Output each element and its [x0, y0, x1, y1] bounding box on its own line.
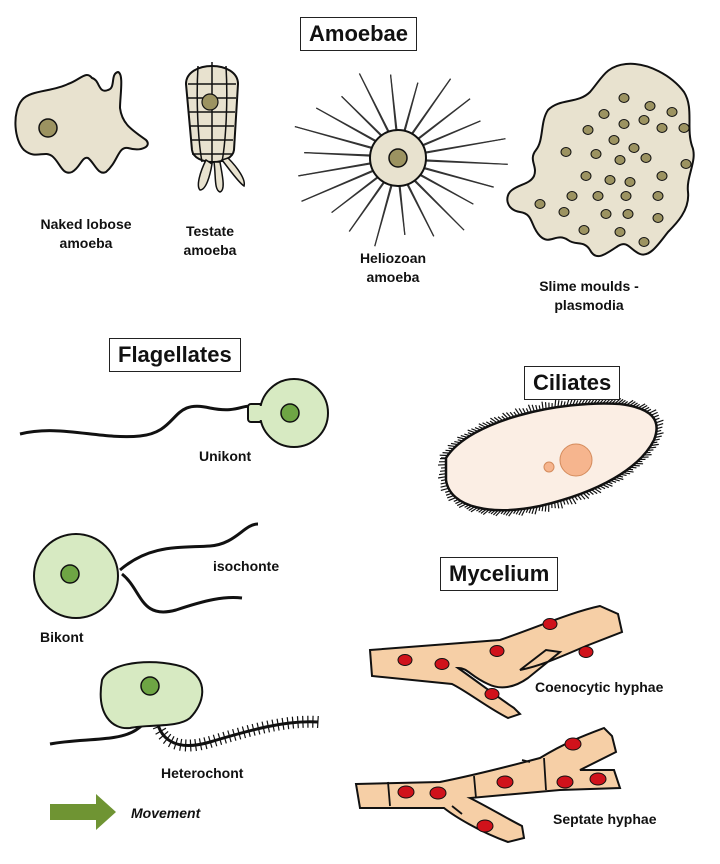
unikont-cell [19, 378, 329, 448]
naked-lobose-line1: Naked lobose [40, 216, 132, 232]
naked-lobose-line2: amoeba [59, 235, 113, 251]
naked-lobose-amoeba [14, 70, 149, 174]
unikont-label: Unikont [199, 448, 252, 464]
naked-lobose-label: Naked lobose amoeba [26, 215, 146, 253]
ciliates-title: Ciliates [524, 366, 621, 400]
slime-line2: plasmodia [554, 297, 624, 313]
nucleus [38, 118, 58, 138]
flagellates-title: Flagellates [109, 338, 241, 372]
bikont-label: Bikont [40, 629, 84, 645]
mycelium-title: Mycelium [440, 557, 559, 591]
bikont-cell [33, 522, 259, 619]
heliozoan-amoeba [294, 73, 508, 247]
slime-line1: Slime moulds - [539, 278, 639, 294]
coenocytic-label: Coenocytic hyphae [535, 679, 664, 695]
testate-label: Testate amoeba [170, 222, 250, 260]
heliozoan-label: Heliozoan amoeba [348, 249, 438, 287]
heliozoan-line2: amoeba [366, 269, 420, 285]
slime-mould-plasmodium [506, 62, 695, 258]
amoebae-title: Amoebae [300, 17, 418, 51]
testate-line1: Testate [186, 223, 234, 239]
ciliate-cell [437, 396, 664, 517]
septate-hyphae [354, 726, 622, 844]
movement-label: Movement [131, 805, 201, 821]
septate-label: Septate hyphae [553, 811, 657, 827]
testate-amoeba [184, 62, 246, 193]
testate-line2: amoeba [183, 242, 237, 258]
heterochont-cell [49, 661, 319, 752]
isochonte-label: isochonte [213, 558, 280, 574]
heterochont-label: Heterochont [161, 765, 244, 781]
heliozoan-line1: Heliozoan [359, 250, 427, 266]
movement-arrow [50, 794, 116, 830]
slime-mould-label: Slime moulds - plasmodia [524, 277, 654, 315]
coenocytic-hyphae [368, 604, 624, 720]
